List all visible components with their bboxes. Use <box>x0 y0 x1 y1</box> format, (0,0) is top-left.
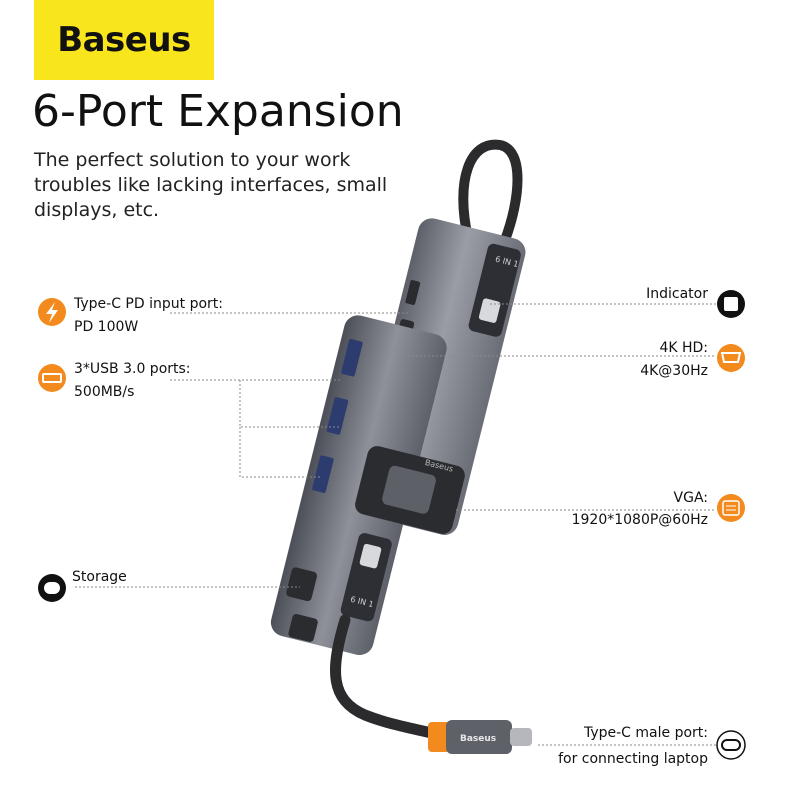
usb-title: 3*USB 3.0 ports: <box>74 361 191 377</box>
cable-top <box>458 139 523 245</box>
storage-icon <box>38 574 66 602</box>
hdmi-icon <box>717 344 745 372</box>
vga-icon <box>717 494 745 522</box>
typec-pd-value: PD 100W <box>74 319 139 335</box>
line-usb-branch <box>239 380 340 428</box>
vga-end: Baseus <box>355 446 465 534</box>
usb-port-icon <box>38 364 66 392</box>
brand-logo-text: Baseus <box>57 20 191 60</box>
typec-male-title: Type-C male port: <box>583 725 708 741</box>
usb-value: 500MB/s <box>74 384 135 400</box>
line-usb-branch2 <box>239 427 320 478</box>
hdmi-value: 4K@30Hz <box>640 363 708 379</box>
typec-plug: Baseus <box>428 720 532 754</box>
vga-title: VGA: <box>673 490 708 506</box>
indicator-icon <box>717 290 745 318</box>
storage-title: Storage <box>72 569 127 585</box>
typec-male-value: for connecting laptop <box>558 751 708 767</box>
plug-label: Baseus <box>460 734 496 744</box>
lightning-icon <box>38 298 66 326</box>
vga-value: 1920*1080P@60Hz <box>571 512 708 528</box>
hub-front: 6 IN 1 <box>270 315 447 655</box>
typec-pd-title: Type-C PD input port: <box>74 296 223 312</box>
cable-bottom <box>330 614 446 741</box>
brand-logo: Baseus <box>34 0 214 80</box>
indicator-title: Indicator <box>646 286 708 302</box>
hdmi-title: 4K HD: <box>659 340 708 356</box>
typec-icon <box>716 730 746 760</box>
headline: 6-Port Expansion <box>32 86 404 137</box>
subtitle: The perfect solution to your work troubl… <box>34 149 388 221</box>
